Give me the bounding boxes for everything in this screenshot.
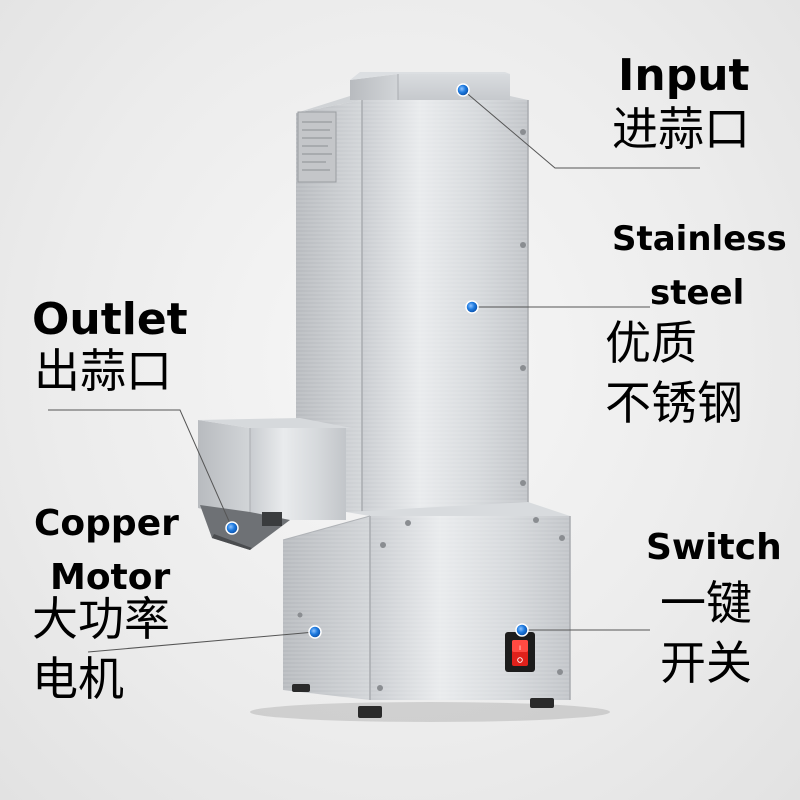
base-box (282, 502, 571, 718)
label-switch-en: Switch (646, 527, 782, 568)
leader-input (462, 89, 700, 169)
marker-switch (515, 623, 529, 637)
leader-outlet (48, 409, 233, 529)
label-stainless-en1: Stainless (612, 219, 787, 259)
callout-markers (225, 83, 529, 639)
marker-outlet (225, 521, 239, 535)
label-motor-zh1: 大功率 (32, 592, 170, 646)
label-motor-en1: Copper (34, 503, 179, 544)
outlet-chute (198, 418, 352, 550)
label-stainless-en2: steel (650, 273, 745, 313)
label-outlet-zh: 出蒜口 (34, 344, 172, 398)
label-switch-zh2: 开关 (660, 636, 752, 690)
marker-stainless (465, 300, 479, 314)
svg-text:I: I (519, 645, 521, 652)
label-motor-zh2: 电机 (32, 652, 124, 706)
leader-motor (87, 631, 316, 653)
marker-motor (308, 625, 322, 639)
tall-column (296, 96, 529, 512)
foot (358, 706, 382, 718)
leader-lines (48, 89, 700, 653)
label-motor-en2: Motor (50, 557, 171, 598)
label-stainless-zh2: 不锈钢 (605, 376, 743, 430)
label-stainless-zh1: 优质 (605, 316, 697, 370)
label-input-en: Input (618, 50, 750, 101)
label-input-zh: 进蒜口 (612, 102, 750, 156)
label-switch-zh1: 一键 (660, 576, 752, 630)
marker-input (456, 83, 470, 97)
label-outlet-en: Outlet (32, 294, 188, 345)
input-hopper (350, 72, 510, 100)
rocker-switch: I (505, 632, 535, 672)
floor-shadow (250, 702, 610, 722)
